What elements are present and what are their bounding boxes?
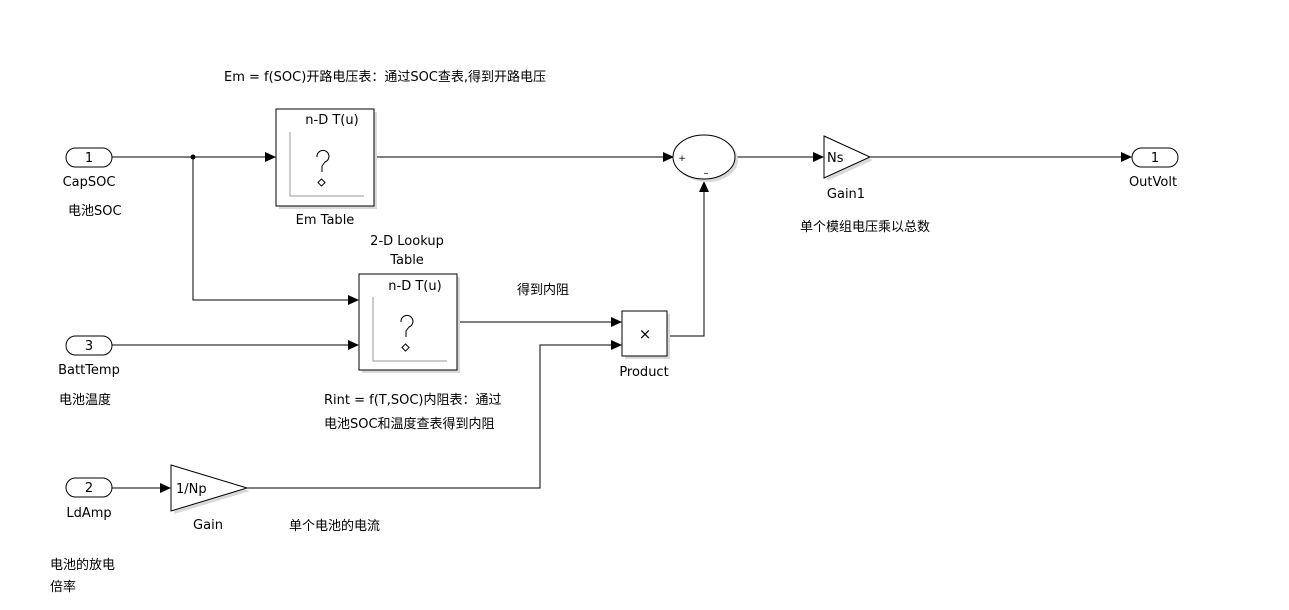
arrow-outport-input [1121,152,1132,162]
lookup-2d-title: n-D T(u) [388,279,441,294]
gain-block[interactable]: 1/Np Gain [170,464,250,533]
lookup-question-icon [316,149,330,187]
em-table-annotation: Em = f(SOC)开路电压表：通过SOC查表,得到开路电压 [224,69,546,85]
capsoc-annotation: 电池SOC [68,204,122,219]
signal-lines [112,152,1132,493]
sum-plus-sign: + [678,154,686,164]
cell-current-annotation: 单个电池的电流 [289,518,380,534]
gain1-value: Ns [827,151,844,166]
wire-product-to-sum[interactable] [667,191,705,337]
wire-capsoc-to-lookup[interactable] [192,157,349,301]
product-symbol: × [639,325,652,343]
inport-batttemp-name: BattTemp [58,363,120,378]
rint-annotation-line1: Rint = f(T,SOC)内阻表：通过 [324,392,502,408]
sum-block[interactable]: + – [672,134,738,182]
em-table-name: Em Table [296,213,355,228]
inport-ldamp[interactable]: 2 LdAmp [65,477,113,521]
arrow-product-input2 [611,340,622,350]
lookup-2d-block[interactable]: 2-D Lookup Table n-D T(u) [358,234,460,373]
gain1-name: Gain1 [827,187,865,202]
inport-capsoc-name: CapSOC [63,175,116,190]
batttemp-annotation: 电池温度 [59,392,111,408]
arrow-sum-plus-input [663,152,674,162]
ldamp-annotation-line1: 电池的放电 [50,557,115,573]
em-table-block[interactable]: n-D T(u) Em Table [275,108,377,228]
arrow-gain-input [160,483,171,493]
lookup-2d-name-line2: Table [389,253,424,268]
gain-value: 1/Np [176,482,207,497]
inport-capsoc-number: 1 [85,151,93,166]
inport-ldamp-number: 2 [85,481,93,496]
outport-name: OutVolt [1129,175,1177,190]
product-block[interactable]: × Product [619,310,670,380]
inport-batttemp-number: 3 [85,339,93,354]
arrow-em-table-input [265,152,276,162]
module-voltage-annotation: 单个模组电压乘以总数 [800,220,930,235]
rint-annotation-line2: 电池SOC和温度查表得到内阻 [324,416,495,432]
outport-number: 1 [1151,151,1159,166]
arrow-sum-minus-input [699,181,709,192]
gain1-block[interactable]: Ns Gain1 [823,135,873,202]
inport-capsoc[interactable]: 1 CapSOC [63,147,116,190]
arrow-lookup-input1 [348,295,359,305]
ldamp-annotation-line2: 倍率 [50,579,76,595]
sum-minus-sign: – [704,168,709,179]
annotations: Em = f(SOC)开路电压表：通过SOC查表,得到开路电压 电池SOC 电池… [50,69,930,595]
inport-batttemp[interactable]: 3 BattTemp [58,335,120,378]
gain-name: Gain [193,518,223,533]
outport-outvolt[interactable]: 1 OutVolt [1129,147,1179,190]
wire-gain-to-product[interactable] [247,344,612,489]
inport-ldamp-name: LdAmp [66,506,111,521]
arrow-product-input1 [611,317,622,327]
lookup-question-icon [400,314,414,352]
arrow-lookup-input2 [348,340,359,350]
product-name: Product [619,365,668,380]
arrow-gain1-input [813,152,824,162]
lookup-2d-name-line1: 2-D Lookup [370,234,444,249]
internal-resistance-annotation: 得到内阻 [517,282,569,298]
em-table-title: n-D T(u) [305,113,358,128]
